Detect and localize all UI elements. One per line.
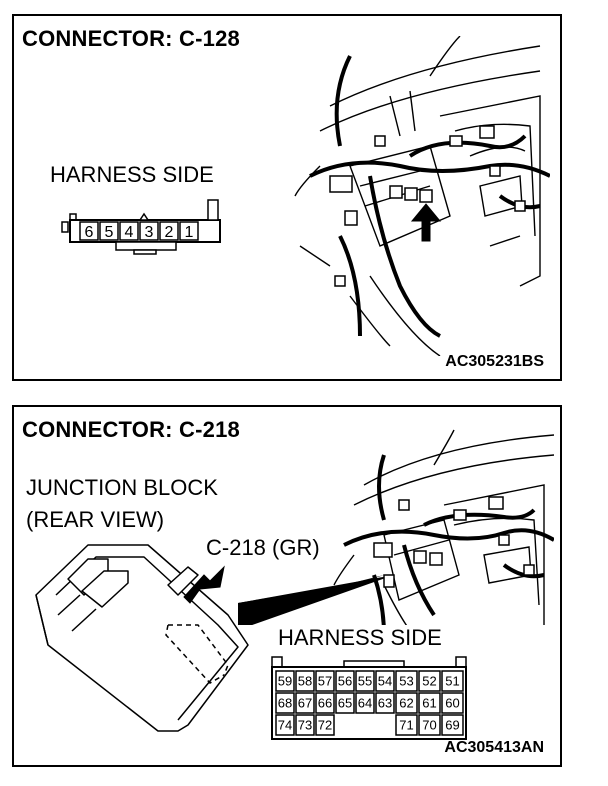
c218-pin-57: 57 xyxy=(315,670,335,692)
c218-pin-73: 73 xyxy=(295,714,315,736)
c128-figure-code: AC305231BS xyxy=(445,353,544,370)
c218-pin-64: 64 xyxy=(355,692,375,714)
svg-text:3: 3 xyxy=(145,224,154,241)
junction-block-illustration xyxy=(28,535,258,735)
c218-pin-55: 55 xyxy=(355,670,375,692)
svg-text:68: 68 xyxy=(278,696,292,711)
c218-pin-65: 65 xyxy=(335,692,355,714)
c218-pin-62: 62 xyxy=(395,692,418,714)
c218-pin-67: 67 xyxy=(295,692,315,714)
svg-text:55: 55 xyxy=(358,674,372,689)
c218-pin-63: 63 xyxy=(375,692,395,714)
c218-pin-72: 72 xyxy=(315,714,335,736)
c218-location-illustration xyxy=(234,425,554,625)
svg-text:73: 73 xyxy=(298,718,312,733)
svg-text:57: 57 xyxy=(318,674,332,689)
c218-pin-52: 52 xyxy=(418,670,441,692)
c218-pin-51: 51 xyxy=(441,670,464,692)
c218-pin-61: 61 xyxy=(418,692,441,714)
c128-harness-side-label: HARNESS SIDE xyxy=(50,162,214,187)
connector-c218-title: CONNECTOR: C-218 xyxy=(22,417,240,442)
svg-text:1: 1 xyxy=(185,224,194,241)
svg-text:6: 6 xyxy=(85,224,94,241)
c218-callout-label: C-218 (GR) xyxy=(206,535,320,560)
c218-pin-71: 71 xyxy=(395,714,418,736)
svg-text:66: 66 xyxy=(318,696,332,711)
svg-text:60: 60 xyxy=(445,696,459,711)
svg-text:2: 2 xyxy=(165,224,174,241)
svg-text:4: 4 xyxy=(125,224,134,241)
svg-text:53: 53 xyxy=(399,674,413,689)
c218-pin-60: 60 xyxy=(441,692,464,714)
svg-text:58: 58 xyxy=(298,674,312,689)
c128-pin-5: 5 xyxy=(99,221,119,241)
c218-pin-68: 68 xyxy=(275,692,295,714)
svg-text:61: 61 xyxy=(422,696,436,711)
c218-pin-70: 70 xyxy=(418,714,441,736)
svg-text:54: 54 xyxy=(378,674,392,689)
svg-text:72: 72 xyxy=(318,718,332,733)
svg-text:59: 59 xyxy=(278,674,292,689)
svg-text:64: 64 xyxy=(358,696,372,711)
rear-view-label: (REAR VIEW) xyxy=(26,507,165,532)
svg-text:74: 74 xyxy=(278,718,292,733)
c128-pin-1: 1 xyxy=(179,221,199,241)
connector-c218-panel: CONNECTOR: C-218 JUNCTION BLOCK (REAR VI… xyxy=(12,405,562,767)
c218-pin-58: 58 xyxy=(295,670,315,692)
c128-pin-4: 4 xyxy=(119,221,139,241)
svg-text:62: 62 xyxy=(399,696,413,711)
svg-text:52: 52 xyxy=(422,674,436,689)
c218-pin-69: 69 xyxy=(441,714,464,736)
c128-pin-2: 2 xyxy=(159,221,179,241)
c218-pin-56: 56 xyxy=(335,670,355,692)
svg-text:51: 51 xyxy=(445,674,459,689)
connector-c128-title: CONNECTOR: C-128 xyxy=(22,26,240,51)
svg-text:71: 71 xyxy=(399,718,413,733)
svg-text:69: 69 xyxy=(445,718,459,733)
c218-pin-54: 54 xyxy=(375,670,395,692)
junction-block-label: JUNCTION BLOCK xyxy=(26,475,218,500)
svg-text:70: 70 xyxy=(422,718,436,733)
c128-pin-6: 6 xyxy=(79,221,99,241)
c218-pin-66: 66 xyxy=(315,692,335,714)
svg-text:63: 63 xyxy=(378,696,392,711)
c128-location-illustration xyxy=(290,36,550,356)
c218-pin-59: 59 xyxy=(275,670,295,692)
c218-harness-side-label: HARNESS SIDE xyxy=(278,625,442,650)
c218-figure-code: AC305413AN xyxy=(444,739,544,756)
svg-text:67: 67 xyxy=(298,696,312,711)
c218-connector-face: 59 58 57 56 55 54 53 52 51 68 67 66 65 64 63 62 61 60 74 73… xyxy=(270,651,470,743)
svg-text:5: 5 xyxy=(105,224,114,241)
svg-text:56: 56 xyxy=(338,674,352,689)
c218-pin-74: 74 xyxy=(275,714,295,736)
svg-text:65: 65 xyxy=(338,696,352,711)
c218-pin-53: 53 xyxy=(395,670,418,692)
c128-pin-3: 3 xyxy=(139,221,159,241)
